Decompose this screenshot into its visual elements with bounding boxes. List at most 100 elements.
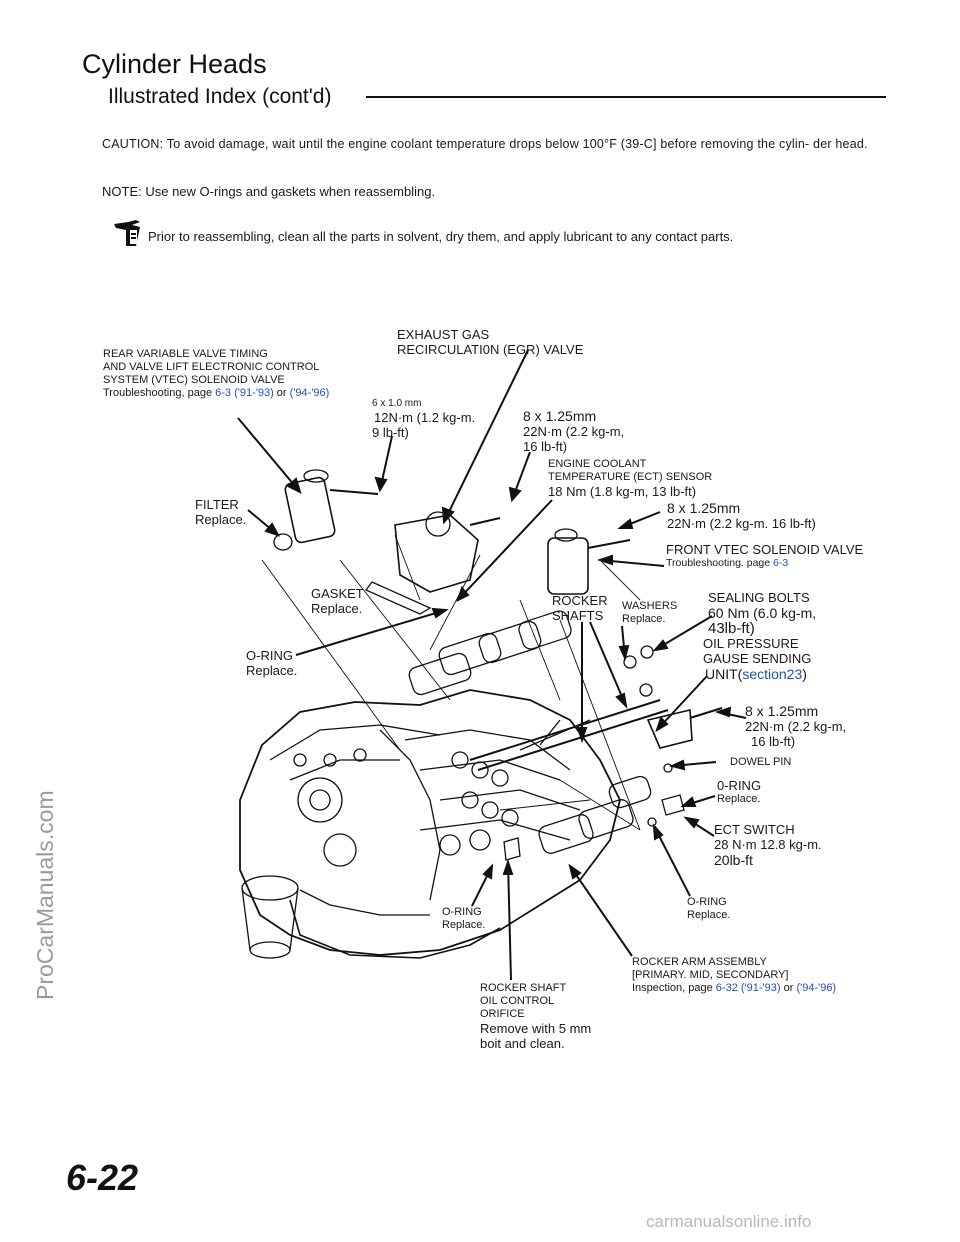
rocker-arm-line1: ROCKER ARM ASSEMBLY	[632, 956, 767, 968]
rocker-shafts-line2: SHAFTS	[552, 608, 604, 623]
bolt-b-torque: 22N·m (2.2 kg-m. 16 lb-ft)	[667, 516, 816, 531]
rocker-shafts-line1: ROCKER	[552, 593, 608, 608]
bolt-c-torque: 22N·m (2.2 kg-m,	[745, 719, 847, 734]
callout-bolt-8x125-a: 8 x 1.25mm 22N·m (2.2 kg-m, 16 lb-ft)	[523, 408, 624, 454]
oring-right-bottom-label: O-RING	[687, 896, 727, 908]
link-94-96-rocker[interactable]: ('94-'96)	[796, 982, 837, 994]
side-watermark: ProCarManuals.com	[32, 790, 58, 1000]
callout-rear-vtec-line3: SYSTEM (VTEC) SOLENOID VALVE	[103, 374, 285, 386]
hand-pointer-icon	[114, 220, 140, 246]
link-6-32-91-93[interactable]: 6-32 ('91-'93)	[715, 982, 781, 994]
engine-drawing	[239, 469, 723, 959]
rocker-arm-ref: Inspection, page 6-32 ('91-'93) or ('94-…	[632, 982, 836, 995]
oil-pressure-unit: UNIT(	[705, 666, 743, 682]
washers-label: WASHERS	[622, 600, 678, 612]
oring-bottom-label: O-RING	[442, 906, 482, 918]
bolt-6x1-torque: 12N·m (1.2 kg-m.	[374, 410, 476, 425]
oil-pressure-paren: )	[802, 666, 807, 682]
oring-right-top-label: 0-RING	[717, 778, 762, 793]
front-vtec-label: FRONT VTEC SOLENOID VALVE	[666, 542, 864, 557]
ref-text: Troubleshooting, page	[103, 387, 216, 399]
ect-sensor-torque: 18 Nm (1.8 kg-m, 13 lb-ft)	[548, 484, 697, 499]
callout-rocker-shafts: ROCKER SHAFTS	[552, 593, 608, 623]
leader-lines	[237, 349, 747, 981]
oil-pressure-line1: OIL PRESSURE	[703, 636, 799, 651]
filter-label: FILTER	[195, 497, 239, 512]
callout-oring-bottom: O-RING Replace.	[442, 906, 485, 932]
callout-oring-right-bottom: O-RING Replace.	[687, 896, 730, 922]
callout-front-vtec: FRONT VTEC SOLENOID VALVE Troubleshootin…	[666, 542, 863, 570]
gasket-replace: Replace.	[311, 601, 363, 616]
callout-ect-sensor: ENGINE COOLANT TEMPERATURE (ECT) SENSOR …	[548, 458, 712, 499]
callout-rocker-arm: ROCKER ARM ASSEMBLY [PRIMARY. MID, SECON…	[632, 956, 836, 995]
link-section23[interactable]: section23	[742, 666, 803, 682]
callout-rear-vtec-line2: AND VALVE LIFT ELECTRONIC CONTROL	[103, 361, 320, 373]
bolt-6x1-size: 6 x 1.0 mm	[372, 398, 422, 409]
link-6-3[interactable]: 6-3	[773, 557, 789, 569]
callout-rear-vtec: REAR VARIABLE VALVE TIMING AND VALVE LIF…	[103, 348, 329, 400]
ect-sensor-line1: ENGINE COOLANT	[548, 458, 647, 470]
oring-bottom-replace: Replace.	[442, 919, 486, 931]
oring-left-label: O-RING	[246, 648, 293, 663]
sealing-bolts-lbft: 43lb-ft)	[708, 620, 755, 637]
callout-oring-right-top: 0-RING Replace.	[717, 778, 761, 806]
washers-replace: Replace.	[622, 613, 666, 625]
callout-filter: FILTER Replace.	[195, 497, 246, 527]
footer-watermark: carmanualsonline.info	[646, 1212, 812, 1231]
bolt-c-size: 8 x 1.25mm	[745, 703, 819, 719]
callout-oring-left: O-RING Replace.	[246, 648, 297, 678]
bolt-6x1-lbft: 9 lb-ft)	[372, 425, 409, 440]
tip-text: Prior to reassembling, clean all the par…	[148, 229, 734, 244]
ect-switch-torque: 28 N·m 12.8 kg-m.	[714, 837, 822, 852]
callout-dowel-pin: DOWEL PIN	[730, 756, 791, 769]
rocker-arm-ref-text: Inspection, page	[632, 982, 716, 994]
filter-replace: Replace.	[195, 512, 247, 527]
orifice-line1: ROCKER SHAFT	[480, 982, 567, 994]
link-6-3-91-93[interactable]: 6-3 ('91-'93)	[215, 387, 274, 399]
caution-text: CAUTION: To avoid damage, wait until the…	[102, 137, 868, 151]
note-text: NOTE: Use new O-rings and gaskets when r…	[102, 184, 436, 199]
callout-egr-line2: RECIRCULATI0N (EGR) VALVE	[397, 342, 584, 357]
bolt-c-lbft: 16 lb-ft)	[751, 734, 796, 749]
bolt-b-size: 8 x 1.25mm	[667, 500, 741, 516]
orifice-line2: OIL CONTROL	[480, 995, 555, 1007]
rocker-arm-line2: [PRIMARY. MID, SECONDARY]	[632, 969, 789, 981]
oring-right-bottom-replace: Replace.	[687, 909, 731, 921]
callout-bolt-8x125-b: 8 x 1.25mm 22N·m (2.2 kg-m. 16 lb-ft)	[667, 500, 816, 531]
callout-orifice: ROCKER SHAFT OIL CONTROL ORIFICE Remove …	[480, 982, 591, 1051]
rocker-arm-or: or	[780, 982, 797, 994]
callout-rear-vtec-ref: Troubleshooting, page 6-3 ('91-'93) or (…	[103, 387, 329, 400]
sealing-bolts-label: SEALING BOLTS	[708, 590, 810, 605]
gasket-label: GASKET	[311, 586, 364, 601]
page-number: 6-22	[66, 1157, 139, 1198]
callout-bolt-6x1: 6 x 1.0 mm 12N·m (1.2 kg-m. 9 lb-ft)	[372, 397, 475, 440]
callout-washers: WASHERS Replace.	[622, 600, 677, 626]
orifice-line4: Remove with 5 mm	[480, 1021, 592, 1036]
callout-ect-switch: ECT SWITCH 28 N·m 12.8 kg-m. 20lb-ft	[714, 822, 822, 868]
ect-sensor-line2: TEMPERATURE (ECT) SENSOR	[548, 471, 713, 483]
bolt-a-size: 8 x 1.25mm	[523, 408, 597, 424]
oring-left-replace: Replace.	[246, 663, 298, 678]
callout-bolt-8x125-c: 8 x 1.25mm 22N·m (2.2 kg-m, 16 lb-ft)	[745, 703, 846, 749]
ref-or: or	[273, 387, 290, 399]
sealing-bolts-torque: 60 Nm (6.0 kg-m,	[708, 605, 817, 621]
callout-gasket: GASKET Replace.	[311, 586, 364, 616]
link-94-96[interactable]: ('94-'96)	[289, 387, 330, 399]
callout-oil-pressure: OIL PRESSURE GAUSE SENDING UNIT(section2…	[703, 636, 811, 682]
orifice-line5: boit and clean.	[480, 1036, 565, 1051]
title-rule	[366, 96, 886, 98]
callout-egr-line1: EXHAUST GAS	[397, 327, 490, 342]
callout-egr: EXHAUST GAS RECIRCULATI0N (EGR) VALVE	[397, 327, 583, 357]
bolt-a-torque: 22N·m (2.2 kg-m,	[523, 424, 625, 439]
dowel-pin-label: DOWEL PIN	[730, 756, 792, 768]
ect-switch-lbft: 20lb-ft	[714, 852, 753, 868]
front-vtec-ref: Troubleshooting. page	[666, 557, 774, 569]
oring-right-top-replace: Replace.	[717, 793, 761, 805]
callout-sealing-bolts: SEALING BOLTS 60 Nm (6.0 kg-m, 43lb-ft)	[708, 590, 816, 637]
callout-rear-vtec-line1: REAR VARIABLE VALVE TIMING	[103, 348, 268, 360]
page-title: Cylinder Heads	[82, 49, 267, 79]
orifice-line3: ORIFICE	[480, 1008, 525, 1020]
oil-pressure-line2: GAUSE SENDING	[703, 651, 812, 666]
bolt-a-lbft: 16 lb-ft)	[523, 439, 568, 454]
page-subtitle: Illustrated Index (cont'd)	[108, 85, 332, 108]
